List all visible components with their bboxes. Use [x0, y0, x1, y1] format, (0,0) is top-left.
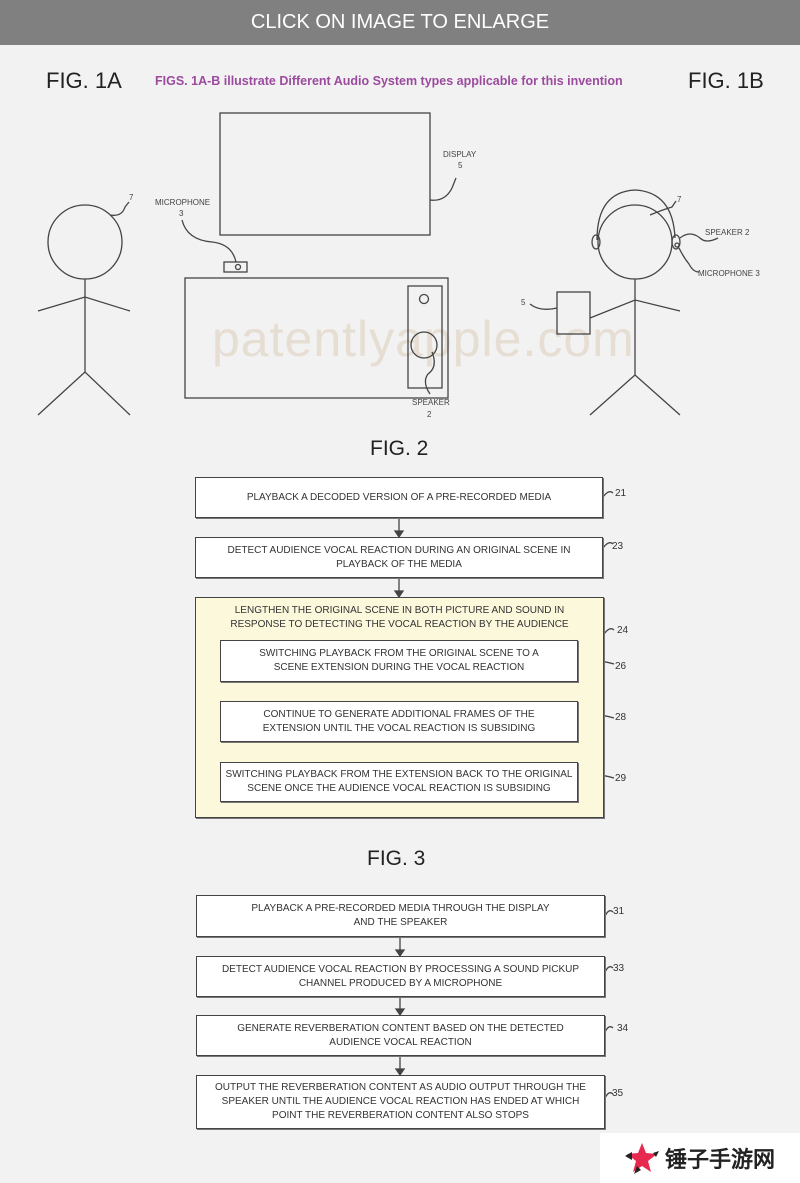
step-text: DETECT AUDIENCE VOCAL REACTION BY PROCES… [221, 963, 580, 989]
fig-1b-title: FIG. 1B [688, 68, 764, 93]
step-text: OUTPUT THE REVERBERATION CONTENT AS AUDI… [215, 1082, 586, 1121]
logo-text: 锤子手游网 [664, 1148, 775, 1173]
flow-step-35: OUTPUT THE REVERBERATION CONTENT AS AUDI… [196, 1075, 605, 1129]
ref-number: 26 [615, 661, 627, 672]
group-text: LENGTHEN THE ORIGINAL SCENE IN BOTH PICT… [230, 605, 569, 630]
device-b-num: 5 [521, 298, 526, 307]
speaker-icon [410, 331, 438, 359]
flow-step-28: CONTINUE TO GENERATE ADDITIONAL FRAMES O… [220, 701, 578, 742]
person-right [529, 189, 719, 416]
arrow-icon [394, 997, 406, 1017]
ref-number: 29 [615, 773, 627, 784]
microphone-num: 3 [179, 209, 184, 218]
microphone-device [223, 261, 248, 273]
flow-step-21: PLAYBACK A DECODED VERSION OF A PRE-RECO… [195, 477, 603, 518]
arrow-icon [393, 518, 405, 539]
arrow-icon [394, 937, 406, 958]
ref-number: 28 [615, 712, 627, 723]
microphone-icon [234, 263, 242, 271]
person-left-num: 7 [129, 193, 134, 202]
step-text: SWITCHING PLAYBACK FROM THE ORIGINAL SCE… [259, 648, 539, 673]
ref-number: 33 [613, 963, 625, 974]
step-text: DETECT AUDIENCE VOCAL REACTION DURING AN… [227, 544, 571, 570]
person-left [37, 201, 131, 416]
leader-line [424, 351, 435, 395]
fig-1-drawing: DISPLAY 5 MICROPHONE 3 SPEAKER 2 7 7 SPE… [37, 112, 760, 419]
fig-3-title: FIG. 3 [367, 847, 426, 870]
flow-step-31: PLAYBACK A PRE-RECORDED MEDIA THROUGH TH… [196, 895, 605, 937]
arrow-icon [393, 578, 405, 599]
step-text: CONTINUE TO GENERATE ADDITIONAL FRAMES O… [262, 708, 536, 734]
display-label: DISPLAY [443, 150, 477, 159]
headphones-icon [596, 189, 676, 241]
fig-1a-title: FIG. 1A [46, 68, 122, 93]
ref-number: 35 [612, 1088, 624, 1099]
microphone-label: MICROPHONE [155, 198, 210, 207]
person-right-num: 7 [677, 195, 682, 204]
ref-number: 23 [612, 541, 624, 552]
flow-step-23: DETECT AUDIENCE VOCAL REACTION DURING AN… [195, 537, 603, 578]
leader-line [429, 177, 457, 201]
flow-step-29: SWITCHING PLAYBACK FROM THE EXTENSION BA… [220, 762, 578, 802]
enlarge-banner[interactable]: CLICK ON IMAGE TO ENLARGE [0, 0, 800, 45]
step-text: PLAYBACK A PRE-RECORDED MEDIA THROUGH TH… [251, 903, 550, 928]
speaker-panel [407, 285, 443, 389]
flow-step-34: GENERATE REVERBERATION CONTENT BASED ON … [196, 1015, 605, 1056]
display-num: 5 [458, 161, 463, 170]
speaker-small-icon [418, 293, 430, 305]
speaker-num: 2 [427, 410, 432, 419]
leader-line [181, 219, 237, 263]
microphone-b-label: MICROPHONE 3 [698, 269, 760, 278]
handheld-device [556, 291, 591, 335]
speaker-label: SPEAKER [412, 398, 450, 407]
flow-step-33: DETECT AUDIENCE VOCAL REACTION BY PROCES… [196, 956, 605, 997]
site-logo[interactable]: 锤子手游网 [600, 1133, 800, 1183]
display-screen [219, 112, 431, 236]
step-text: SWITCHING PLAYBACK FROM THE EXTENSION BA… [225, 769, 573, 794]
ref-number: 34 [617, 1023, 629, 1034]
speaker-b-label: SPEAKER 2 [705, 228, 750, 237]
arrow-icon [394, 1056, 406, 1077]
ref-number: 21 [615, 488, 627, 499]
step-text: PLAYBACK A DECODED VERSION OF A PRE-RECO… [246, 491, 552, 503]
fig-2-title: FIG. 2 [370, 437, 429, 460]
step-text: GENERATE REVERBERATION CONTENT BASED ON … [237, 1022, 564, 1048]
figure-caption: FIGS. 1A-B illustrate Different Audio Sy… [155, 74, 623, 88]
flow-step-26: SWITCHING PLAYBACK FROM THE ORIGINAL SCE… [220, 640, 578, 682]
ref-number: 31 [613, 906, 625, 917]
star-logo-icon [624, 1143, 659, 1174]
console [184, 277, 449, 399]
ref-number: 24 [617, 625, 629, 636]
